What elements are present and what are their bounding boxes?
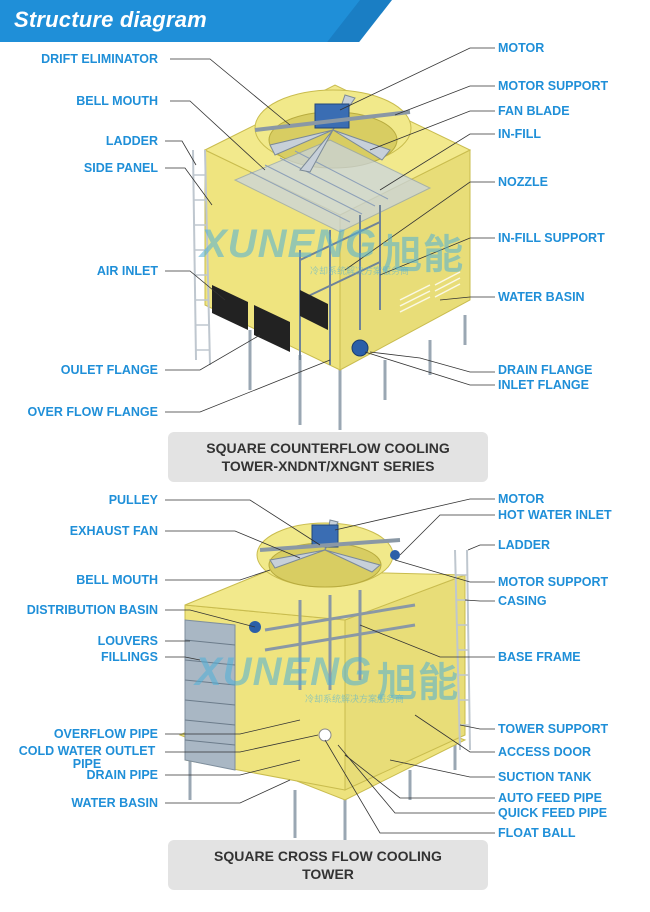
caption-counterflow: SQUARE COUNTERFLOW COOLING TOWER-XNDNT/X… bbox=[168, 432, 488, 482]
watermark-brand-cn-top: 旭能 bbox=[382, 233, 464, 277]
label-oulet-flange: OULET FLANGE bbox=[60, 363, 158, 377]
watermark-brand-cn-bottom: 旭能 bbox=[377, 661, 459, 705]
label-pulley: PULLEY bbox=[108, 493, 158, 507]
label-motor-support-bottom: MOTOR SUPPORT bbox=[498, 575, 609, 589]
watermark-tagline-top: 冷却系统解决方案服务商 bbox=[310, 266, 410, 276]
label-quick-feed-pipe: QUICK FEED PIPE bbox=[498, 806, 608, 820]
label-side-panel: SIDE PANEL bbox=[83, 161, 158, 175]
label-float-ball: FLOAT BALL bbox=[498, 826, 576, 840]
watermark-tagline-bottom: 冷却系统解决方案服务商 bbox=[305, 694, 405, 704]
label-nozzle: NOZZLE bbox=[498, 175, 548, 189]
label-in-fill: IN-FILL bbox=[498, 127, 542, 141]
label-tower-support: TOWER SUPPORT bbox=[498, 722, 609, 736]
label-suction-tank: SUCTION TANK bbox=[498, 770, 592, 784]
caption-crossflow-line1: SQUARE CROSS FLOW COOLING bbox=[214, 848, 442, 864]
label-base-frame: BASE FRAME bbox=[498, 650, 581, 664]
label-fan-blade: FAN BLADE bbox=[498, 104, 570, 118]
label-over-flow-flange: OVER FLOW FLANGE bbox=[27, 405, 158, 419]
label-casing: CASING bbox=[498, 594, 547, 608]
caption-counterflow-line1: SQUARE COUNTERFLOW COOLING bbox=[206, 440, 450, 456]
label-drain-pipe: DRAIN PIPE bbox=[86, 768, 158, 782]
label-bell-mouth-top: BELL MOUTH bbox=[76, 94, 158, 108]
caption-crossflow: SQUARE CROSS FLOW COOLING TOWER bbox=[168, 840, 488, 890]
label-exhaust-fan: EXHAUST FAN bbox=[69, 524, 158, 538]
label-motor-top: MOTOR bbox=[498, 41, 545, 55]
label-drain-flange: DRAIN FLANGE bbox=[498, 363, 593, 377]
label-in-fill-support: IN-FILL SUPPORT bbox=[498, 231, 605, 245]
label-auto-feed-pipe: AUTO FEED PIPE bbox=[498, 791, 602, 805]
label-distribution-basin: DISTRIBUTION BASIN bbox=[26, 603, 158, 617]
watermark-brand-top: XUNENG bbox=[200, 222, 378, 266]
caption-crossflow-line2: TOWER bbox=[302, 866, 354, 882]
label-air-inlet: AIR INLET bbox=[96, 264, 158, 278]
label-hot-water-inlet: HOT WATER INLET bbox=[498, 508, 612, 522]
label-cold-water-outlet-pipe: PIPE bbox=[72, 757, 102, 771]
watermark-brand-bottom: XUNENG bbox=[195, 650, 373, 694]
header-banner: Structure diagram bbox=[0, 0, 650, 42]
label-louvers: LOUVERS bbox=[97, 634, 158, 648]
label-cold-water-outlet: COLD WATER OUTLET bbox=[18, 744, 156, 758]
label-motor-support-top: MOTOR SUPPORT bbox=[498, 79, 609, 93]
page-title: Structure diagram bbox=[14, 7, 207, 32]
label-ladder-bottom: LADDER bbox=[498, 538, 551, 552]
label-access-door: ACCESS DOOR bbox=[498, 745, 592, 759]
label-water-basin-bottom: WATER BASIN bbox=[71, 796, 158, 810]
label-drift-eliminator: DRIFT ELIMINATOR bbox=[41, 52, 158, 66]
label-inlet-flange: INLET FLANGE bbox=[498, 378, 589, 392]
label-motor-bottom: MOTOR bbox=[498, 492, 545, 506]
label-water-basin-top: WATER BASIN bbox=[498, 290, 585, 304]
label-ladder-top: LADDER bbox=[105, 134, 158, 148]
label-fillings: FILLINGS bbox=[101, 650, 158, 664]
label-bell-mouth-bottom: BELL MOUTH bbox=[76, 573, 158, 587]
caption-counterflow-line2: TOWER-XNDNT/XNGNT SERIES bbox=[221, 458, 435, 474]
label-overflow-pipe: OVERFLOW PIPE bbox=[53, 727, 158, 741]
